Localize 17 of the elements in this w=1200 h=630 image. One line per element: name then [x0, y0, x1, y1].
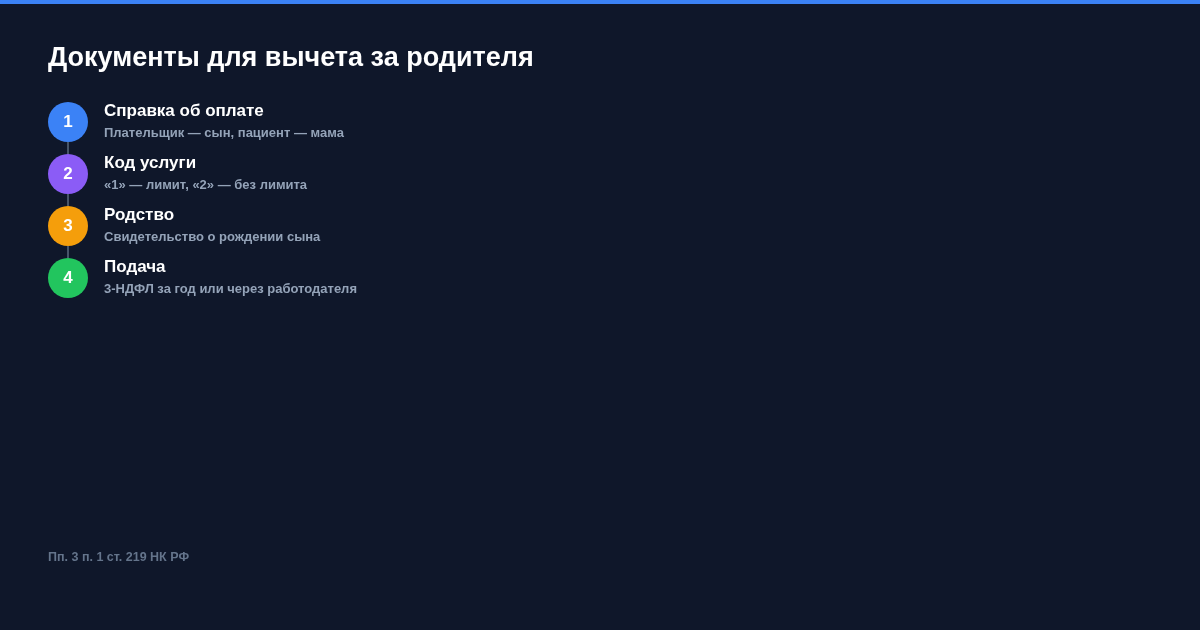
step-description: «1» — лимит, «2» — без лимита [104, 177, 308, 193]
step-number-circle: 1 [48, 102, 88, 142]
step-title: Код услуги [104, 152, 197, 173]
step-number-circle: 3 [48, 206, 88, 246]
step-title: Подача [104, 256, 166, 277]
step-number-circle: 2 [48, 154, 88, 194]
step-description: Свидетельство о рождении сына [104, 229, 321, 245]
step-description: Плательщик — сын, пациент — мама [104, 125, 344, 141]
connector-line [67, 141, 69, 155]
step-number-circle: 4 [48, 258, 88, 298]
diagram-title: Документы для вычета за родителя [48, 41, 534, 74]
source-note: Пп. 3 п. 1 ст. 219 НК РФ [48, 549, 190, 565]
step-description: 3-НДФЛ за год или через работодателя [104, 281, 357, 297]
step-title: Справка об оплате [104, 100, 264, 121]
connector-line [67, 193, 69, 207]
connector-line [67, 245, 69, 259]
step-title: Родство [104, 204, 175, 225]
